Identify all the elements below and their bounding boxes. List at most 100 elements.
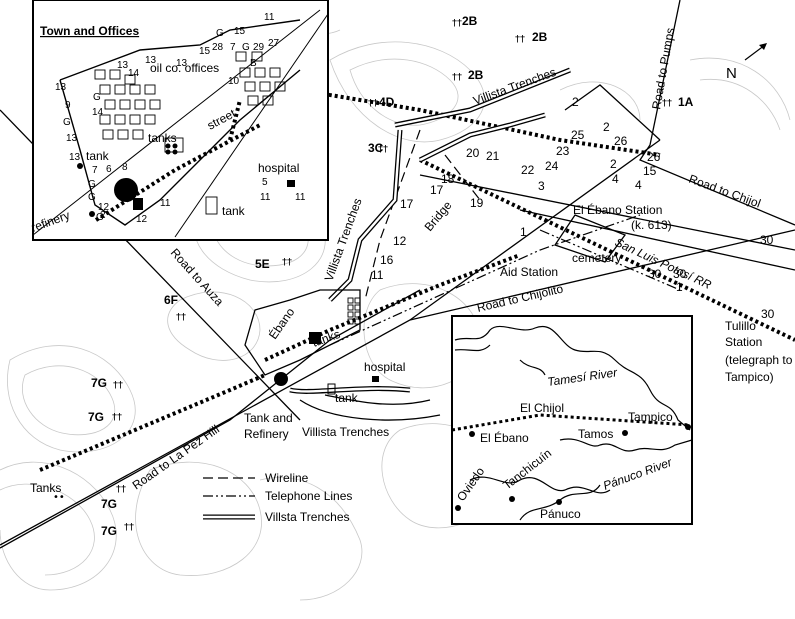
label-oil-offices: oil co. offices	[150, 61, 219, 75]
label-north: N	[726, 65, 737, 82]
label-tampico: Tampico	[628, 410, 673, 424]
north-arrow	[744, 43, 767, 61]
svg-text:26: 26	[614, 134, 628, 148]
svg-text:26: 26	[647, 150, 661, 164]
svg-text:24: 24	[545, 159, 559, 173]
label-villista-trenches-1: Villista Trenches	[471, 65, 558, 108]
label-road-to-chijolito: Road to Chijolito	[476, 281, 565, 315]
label-tamos: Tamos	[578, 427, 613, 441]
svg-text:5: 5	[262, 177, 268, 188]
svg-text:13: 13	[117, 60, 129, 71]
label-tanks: tanks	[148, 131, 177, 145]
svg-text:††: ††	[113, 380, 123, 391]
svg-text:††: ††	[116, 484, 126, 495]
svg-text:20: 20	[466, 146, 480, 160]
label-road-to-la-pez-hill: Road to La Pez Hill	[130, 422, 222, 492]
svg-text:30: 30	[761, 307, 775, 321]
label-san-luis-rr: San Luis Potosí RR	[613, 235, 714, 292]
label-tulillo-3: (telegraph to	[725, 353, 793, 367]
inset-title: Town and Offices	[40, 24, 139, 38]
svg-text:G: G	[63, 117, 71, 128]
svg-text:27: 27	[268, 38, 280, 49]
svg-text:G: G	[96, 212, 104, 223]
svg-text:1A: 1A	[678, 95, 694, 109]
legend-wireline: Wireline	[265, 471, 309, 485]
label-ebano-town: Ébano	[265, 304, 297, 341]
svg-text:15: 15	[234, 26, 246, 37]
svg-text:2B: 2B	[462, 14, 478, 28]
svg-text:13: 13	[69, 152, 81, 163]
svg-text:7G: 7G	[88, 410, 104, 424]
label-el-ebano-km: (k. 613)	[631, 218, 672, 232]
label-refinery-main: Refinery	[244, 427, 289, 441]
svg-text:11: 11	[264, 12, 275, 23]
road-to-chijolito-line	[409, 229, 795, 321]
label-tulillo-4: Tampico)	[725, 370, 774, 384]
svg-text:23: 23	[556, 144, 570, 158]
label-el-chijol: El Chijol	[520, 401, 564, 415]
town-inset	[32, 0, 329, 241]
svg-text:25: 25	[571, 128, 585, 142]
svg-text:7G: 7G	[101, 497, 117, 511]
legend-trenches: Villsta Trenches	[265, 510, 350, 524]
svg-text:††: ††	[112, 412, 122, 423]
svg-text:2: 2	[572, 95, 579, 109]
label-aid-station: Aid Station	[500, 265, 558, 279]
svg-text:11: 11	[371, 268, 384, 282]
svg-text:12: 12	[136, 214, 148, 225]
svg-text:17: 17	[400, 197, 414, 211]
label-tank-and: Tank and	[244, 411, 293, 425]
svg-text:††: ††	[452, 18, 462, 29]
label-tulillo-2: Station	[725, 335, 762, 349]
svg-text:4D: 4D	[379, 95, 395, 109]
svg-text:7G: 7G	[101, 524, 117, 538]
svg-text:2: 2	[610, 157, 617, 171]
label-villista-trenches-3: Villista Trenches	[302, 425, 389, 439]
svg-text:28: 28	[212, 42, 224, 53]
svg-text:11: 11	[160, 198, 171, 209]
svg-text:††: ††	[662, 98, 672, 109]
label-el-ebano-station: El Ébano Station	[573, 202, 662, 217]
legend-text: Wireline Telephone Lines Villsta Trenche…	[265, 471, 352, 524]
svg-text:29: 29	[253, 42, 265, 53]
svg-text:3C: 3C	[368, 141, 384, 155]
road-to-pumps-line	[639, 0, 795, 226]
label-tank-main: tank	[335, 391, 359, 405]
svg-text:19: 19	[470, 196, 484, 210]
svg-text:2: 2	[100, 210, 106, 221]
legend-telephone: Telephone Lines	[265, 489, 352, 503]
svg-text:3: 3	[538, 179, 545, 193]
svg-text:††: ††	[452, 72, 462, 83]
legend	[203, 477, 255, 520]
svg-text:9: 9	[65, 100, 71, 111]
svg-text:1: 1	[676, 280, 683, 294]
svg-text:G: G	[216, 28, 224, 39]
svg-text:4: 4	[635, 178, 642, 192]
svg-text:7: 7	[92, 165, 98, 176]
svg-text:††: ††	[378, 144, 388, 155]
svg-text:G: G	[242, 42, 250, 53]
svg-text:††: ††	[515, 34, 525, 45]
svg-text:16: 16	[380, 253, 394, 267]
svg-text:13: 13	[55, 82, 67, 93]
svg-text:18: 18	[441, 172, 455, 186]
svg-text:30: 30	[760, 233, 774, 247]
svg-text:30: 30	[648, 267, 662, 281]
svg-text:††: ††	[282, 257, 292, 268]
label-tulillo-1: Tulillo	[725, 319, 756, 333]
label-tank-2: tank	[222, 204, 246, 218]
label-hospital: hospital	[258, 161, 299, 175]
svg-text:14: 14	[92, 107, 104, 118]
svg-text:22: 22	[521, 163, 535, 177]
svg-text:7G: 7G	[91, 376, 107, 390]
svg-text:••: ••	[53, 492, 65, 503]
road-main-east	[419, 174, 795, 251]
label-tanks-left: Tanks	[30, 481, 61, 495]
label-tank: tank	[86, 149, 110, 163]
region-inset	[451, 315, 693, 525]
svg-text:2B: 2B	[468, 68, 484, 82]
cemetery-outline	[553, 214, 627, 263]
svg-text:11: 11	[260, 192, 271, 203]
cross-markers: †††† †††† †††† †††† †††† †††† ••	[53, 18, 672, 533]
